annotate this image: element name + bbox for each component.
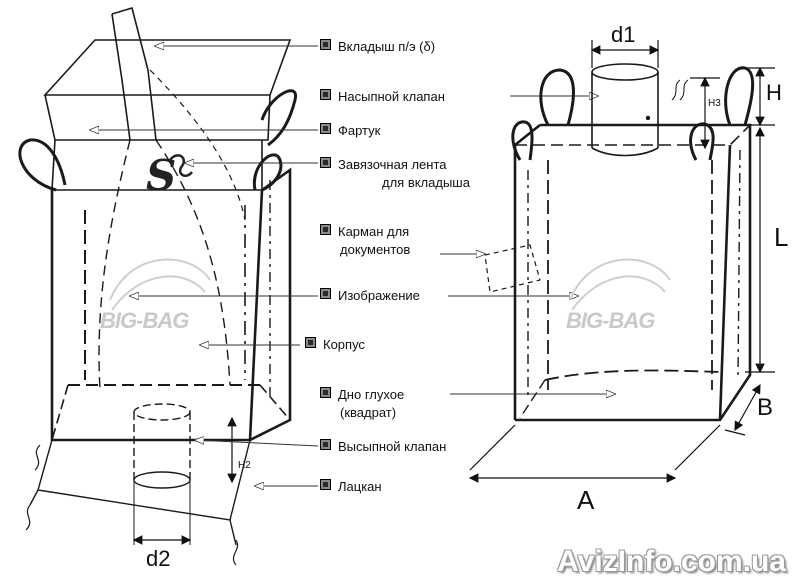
site-watermark: AvizInfo.com.ua <box>557 545 786 578</box>
label-filling-valve: Насыпной клапан <box>320 88 445 106</box>
left-bag <box>18 6 297 566</box>
label-bottom: Дно глухое(квадрат) <box>320 386 404 422</box>
dim-d2: d2 <box>146 546 171 571</box>
dim-h3: H3 <box>708 98 721 109</box>
bullet-square-icon <box>320 123 331 134</box>
bullet-square-icon <box>305 337 316 348</box>
dim-h: H <box>766 80 782 105</box>
bullet-square-icon <box>320 39 331 50</box>
dim-l: L <box>774 222 789 252</box>
right-bag-loop-3 <box>511 120 534 161</box>
document-pocket <box>484 244 541 293</box>
bigbag-watermark-left <box>109 258 211 311</box>
bigbag-logo-left: BIG-BAG <box>100 308 189 333</box>
label-lapel: Лацкан <box>320 478 382 496</box>
left-loop <box>18 138 67 192</box>
label-apron: Фартук <box>320 122 380 140</box>
apron <box>51 139 263 191</box>
bullet-square-icon <box>320 288 331 299</box>
bullet-square-icon <box>320 479 331 490</box>
bigbag-watermark-right <box>569 258 671 311</box>
label-body: Корпус <box>305 336 365 354</box>
right-loop-top <box>260 89 297 147</box>
bullet-square-icon <box>320 224 331 235</box>
dim-h2: H2 <box>238 460 251 471</box>
bullet-square-icon <box>320 387 331 398</box>
b-dimension-line <box>734 383 761 432</box>
label-discharge-valve: Высыпной клапан <box>320 438 446 456</box>
bullet-square-icon <box>320 157 331 168</box>
label-liner: Вкладыш п/э (δ) <box>320 38 435 56</box>
right-bag <box>484 63 755 422</box>
dim-b: B <box>757 394 774 421</box>
bullet-square-icon <box>320 89 331 100</box>
lapel <box>37 439 251 521</box>
right-bag-loop-4 <box>689 122 715 161</box>
right-bag-loop-2 <box>724 66 755 126</box>
right-loop <box>252 153 283 192</box>
label-image: Изображение <box>320 287 420 305</box>
bag-body <box>50 189 264 442</box>
bullet-square-icon <box>320 439 331 450</box>
liner-spout <box>111 6 157 141</box>
filling-valve-top <box>591 63 659 81</box>
dim-d1: d1 <box>611 22 636 47</box>
bigbag-logo-right: BIG-BAG <box>566 308 655 333</box>
dim-a: A <box>577 485 595 515</box>
liner-top <box>43 39 292 96</box>
discharge-valve-top <box>133 403 191 421</box>
right-bag-loop-1 <box>539 68 575 126</box>
